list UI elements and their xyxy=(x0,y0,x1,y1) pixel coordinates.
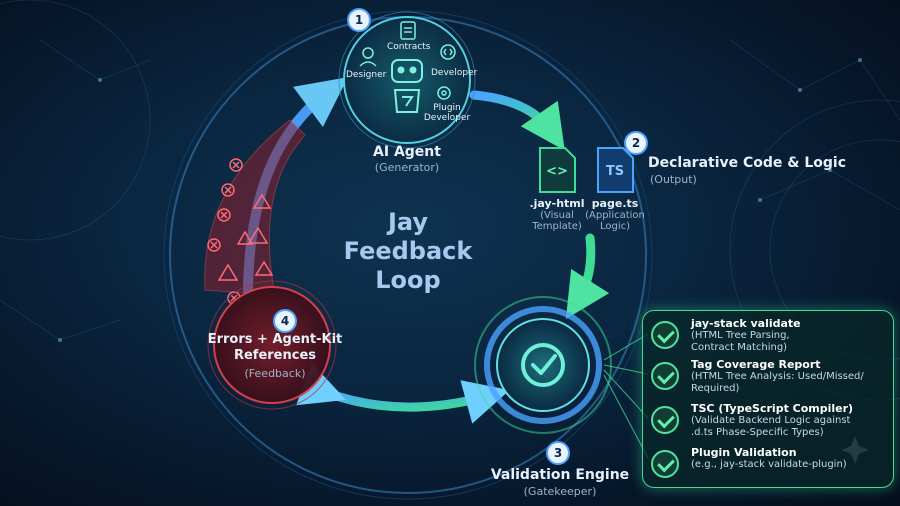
check-desc: (HTML Tree Parsing,Contract Matching) xyxy=(691,330,790,353)
output-title: Declarative Code & Logic xyxy=(648,155,847,171)
jay-html-icon-text: <> xyxy=(546,164,568,179)
arrow-output-to-validation xyxy=(565,233,610,319)
ai-agent-title: AI Agent xyxy=(373,144,441,160)
step-2-badge: 2 xyxy=(624,131,648,155)
ai-agent-hub xyxy=(343,16,471,144)
step-1-badge: 1 xyxy=(347,8,371,32)
plugin-developer-icon xyxy=(437,86,451,100)
jay-html-name: .jay-html xyxy=(529,197,585,210)
arrow-validation-feedback xyxy=(296,363,510,424)
validation-hub xyxy=(496,318,590,412)
contracts-icon xyxy=(400,21,416,40)
feedback-hub xyxy=(213,286,331,404)
arrow-agent-to-output xyxy=(469,90,565,151)
robot-icon xyxy=(391,59,423,113)
role-developer: Developer xyxy=(431,68,478,78)
check-title: jay-stack validate xyxy=(691,317,801,330)
jay-html-file-icon xyxy=(539,147,576,193)
validation-title: Validation Engine xyxy=(490,467,630,483)
validation-checks-panel: jay-stack validate (HTML Tree Parsing,Co… xyxy=(642,310,894,488)
ai-agent-subtitle: (Generator) xyxy=(374,161,440,174)
check-desc: (e.g., jay-stack validate-plugin) xyxy=(691,459,847,470)
check-icon xyxy=(521,343,565,387)
check-icon xyxy=(651,362,679,390)
check-desc: (HTML Tree Analysis: Used/Missed/Require… xyxy=(691,371,864,394)
validation-subtitle: (Gatekeeper) xyxy=(523,485,597,498)
output-subtitle: (Output) xyxy=(650,173,697,186)
designer-icon xyxy=(359,47,377,67)
check-icon xyxy=(651,321,679,349)
validation-hub-glow xyxy=(474,296,612,434)
page-ts-icon-text: TS xyxy=(605,164,625,179)
step-3-badge: 3 xyxy=(546,441,570,465)
check-item-tag-coverage: Tag Coverage Report (HTML Tree Analysis:… xyxy=(647,358,891,398)
check-icon xyxy=(651,450,679,478)
check-item-tsc: TSC (TypeScript Compiler) (Validate Back… xyxy=(647,402,891,442)
network-dots xyxy=(58,58,862,342)
role-contracts: Contracts xyxy=(387,42,431,52)
check-title: TSC (TypeScript Compiler) xyxy=(691,402,854,415)
step-4-badge: 4 xyxy=(273,309,297,333)
page-ts-name: page.ts xyxy=(591,197,639,210)
check-icon xyxy=(651,406,679,434)
check-item-jay-stack-validate: jay-stack validate (HTML Tree Parsing,Co… xyxy=(647,317,891,357)
check-item-plugin-validation: Plugin Validation (e.g., jay-stack valid… xyxy=(647,446,891,486)
check-desc: (Validate Backend Logic against.d.ts Pha… xyxy=(691,415,851,438)
check-title: Plugin Validation xyxy=(691,446,797,459)
validation-connectors xyxy=(603,333,649,459)
feedback-subtitle: (Feedback) xyxy=(244,367,306,380)
page-ts-file-icon xyxy=(597,147,634,193)
developer-icon xyxy=(440,44,456,60)
role-designer: Designer xyxy=(346,70,387,80)
center-title: Jay Feedback Loop xyxy=(343,208,473,294)
check-title: Tag Coverage Report xyxy=(691,358,821,371)
